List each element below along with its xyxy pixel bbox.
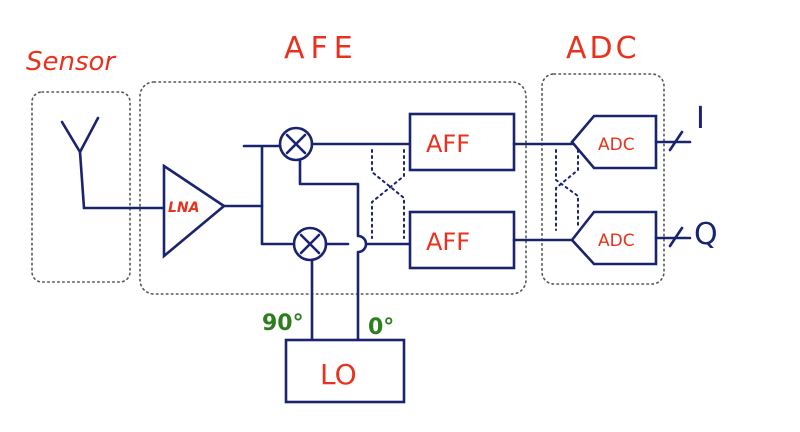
lna-amplifier: LNA	[162, 163, 227, 259]
phase-0-label: 0°	[368, 315, 394, 340]
phase-90-label: 90°	[262, 311, 304, 336]
aff-bottom-block: AFF	[408, 210, 516, 270]
mixer-bottom	[292, 226, 328, 262]
sensor-title: Sensor	[26, 47, 117, 77]
adc-group-outline	[541, 73, 665, 285]
aff-top-block: AFF	[408, 112, 516, 172]
aff-top-label: AFF	[426, 130, 470, 158]
sensor-group-outline	[31, 91, 131, 283]
output-q-label: Q	[694, 217, 718, 252]
lna-label: LNA	[168, 200, 199, 216]
wire-lo-0deg	[298, 158, 368, 342]
amplifier-triangle-icon	[162, 163, 227, 259]
adc-bottom-block: ADC	[570, 210, 658, 266]
lo-label: LO	[320, 358, 357, 391]
crossover-dotted-afe	[371, 149, 405, 239]
antenna-icon	[60, 116, 100, 210]
afe-title: AFE	[284, 31, 359, 66]
adc-group-title: ADC	[566, 31, 640, 66]
lo-block: LO	[284, 338, 406, 404]
crossover-dotted-adc	[555, 149, 579, 231]
output-i-label: I	[696, 101, 705, 136]
mixer-top	[278, 126, 314, 162]
adc-bottom-label: ADC	[598, 231, 635, 251]
output-q-wire	[654, 226, 692, 248]
wire-splitter	[242, 144, 294, 246]
output-i-wire	[654, 130, 692, 152]
aff-bottom-label: AFF	[426, 228, 470, 256]
adc-top-label: ADC	[598, 135, 635, 155]
afe-group-outline	[139, 81, 527, 295]
adc-top-block: ADC	[570, 114, 658, 170]
